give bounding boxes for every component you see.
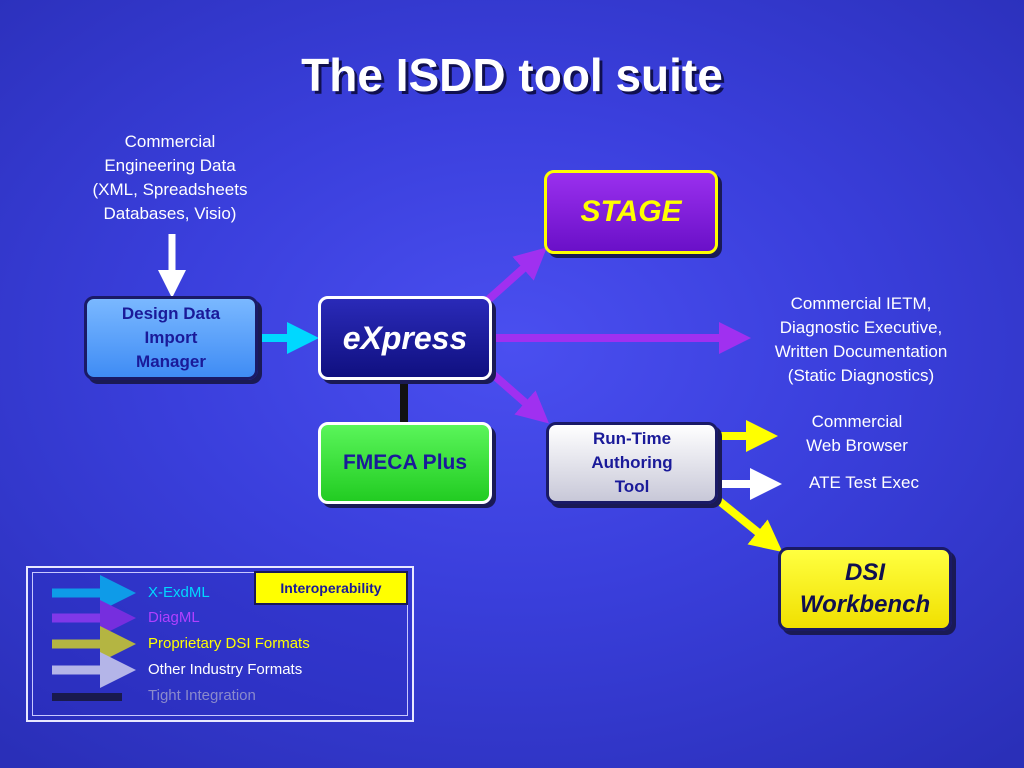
ate-output-label: ATE Test Exec [809,473,919,492]
legend-label-tight: Tight Integration [148,687,256,704]
source-data-label: Commercial Engineering Data (XML, Spread… [92,132,248,223]
express-to-stage-arrow [485,247,547,303]
ietm-output-label: Commercial IETM, Diagnostic Executive, W… [774,294,948,385]
stage-node: STAGE [544,170,718,254]
express-node: eXpress [318,296,492,380]
express-to-rta-arrow [485,366,550,424]
legend-inner-border [32,572,408,716]
legend-label-diagml: DiagML [148,609,200,626]
design-data-import-manager-node: Design Data Import Manager [84,296,258,380]
interoperability-badge: Interoperability [254,571,408,605]
rta-to-dsi-arrow [715,496,783,553]
legend-label-xexdml: X-ExdML [148,584,210,601]
fmeca-plus-node: FMECA Plus [318,422,492,504]
legend-label-dsi: Proprietary DSI Formats [148,635,310,652]
run-time-authoring-tool-node: Run-Time Authoring Tool [546,422,718,504]
web-browser-output-label: Commercial Web Browser [806,412,908,455]
page-title: The ISDD tool suite [301,49,723,101]
dsi-workbench-node: DSI Workbench [778,547,952,631]
legend-label-other: Other Industry Formats [148,661,303,678]
